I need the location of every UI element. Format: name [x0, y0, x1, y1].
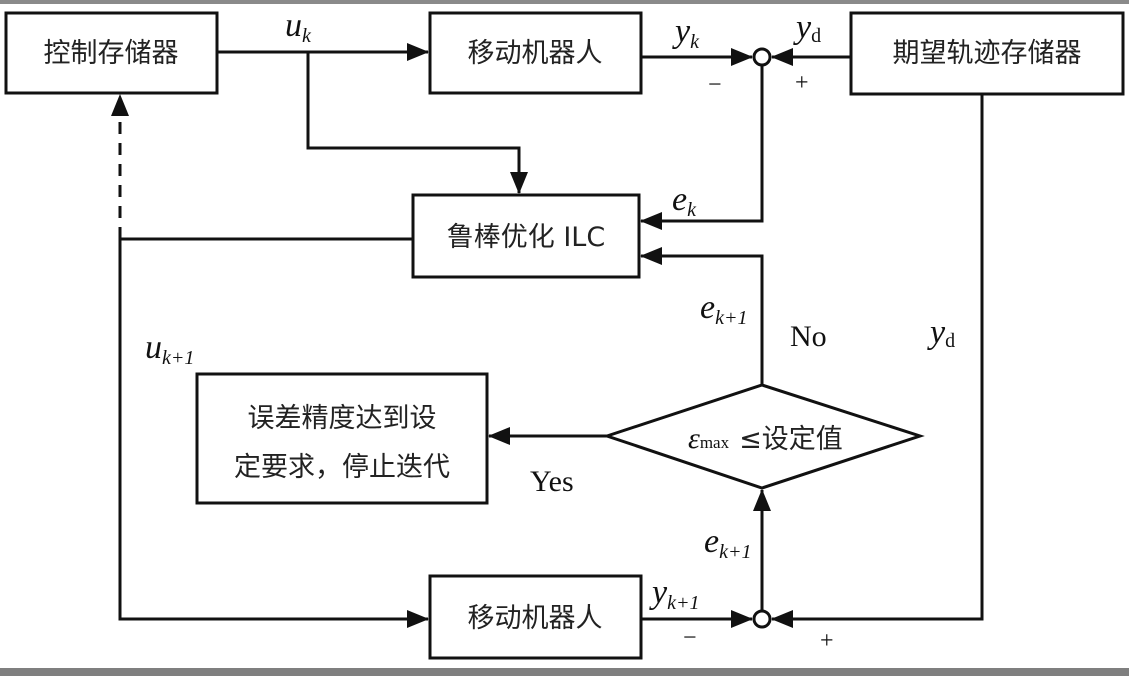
- label-yd-top: yd: [793, 9, 821, 47]
- wire-uk-to-ilc: [306, 52, 528, 194]
- label-ek: ek: [672, 181, 697, 221]
- sign-plus-bottom: +: [820, 628, 834, 654]
- stop-line-1: 误差精度达到设: [248, 403, 437, 434]
- wire-ek-to-ilc: [640, 65, 764, 230]
- label-yes: Yes: [530, 465, 574, 498]
- decision-diamond: εmax≤设定值: [602, 383, 925, 490]
- wire-yd-to-bottom-sum: [771, 94, 984, 628]
- label-yk: yk: [672, 13, 700, 53]
- robot-bottom-label: 移动机器人: [468, 603, 603, 634]
- robust-ilc-block: 鲁棒优化 ILC: [411, 193, 641, 279]
- label-uk1: uk+1: [145, 329, 194, 369]
- stop-line-2: 定要求，停止迭代: [234, 452, 450, 483]
- label-uk: uk: [285, 7, 312, 47]
- summing-junction-top: [752, 47, 772, 67]
- robot-top-label: 移动机器人: [468, 38, 603, 69]
- wire-ek1-to-ilc: [640, 247, 764, 385]
- label-no: No: [790, 320, 827, 353]
- label-ek1-upper: ek+1: [700, 289, 747, 329]
- top-border: [0, 0, 1129, 4]
- sign-minus-bottom: −: [683, 625, 697, 651]
- label-yk1: yk+1: [649, 574, 699, 614]
- sign-plus-top: +: [795, 70, 809, 96]
- wire-uk1-to-robot: [118, 237, 429, 628]
- desired-trajectory-memory-block: 期望轨迹存储器: [849, 11, 1125, 96]
- stop-iteration-block: 误差精度达到设 定要求，停止迭代: [195, 372, 489, 505]
- summing-junction-bottom: [752, 609, 772, 629]
- bottom-border: [0, 668, 1129, 676]
- robot-top-block: 移动机器人: [428, 11, 643, 95]
- control-memory-block: 控制存储器: [4, 11, 219, 95]
- decision-condition: εmax≤设定值: [688, 422, 843, 455]
- ilc-label: 鲁棒优化 ILC: [447, 222, 605, 253]
- label-yd-right: yd: [927, 314, 955, 352]
- robot-bottom-block: 移动机器人: [428, 574, 643, 660]
- desired-memory-label: 期望轨迹存储器: [893, 38, 1082, 69]
- label-ek1-lower: ek+1: [704, 523, 751, 563]
- sign-minus-top: −: [708, 72, 722, 98]
- control-memory-label: 控制存储器: [44, 38, 179, 69]
